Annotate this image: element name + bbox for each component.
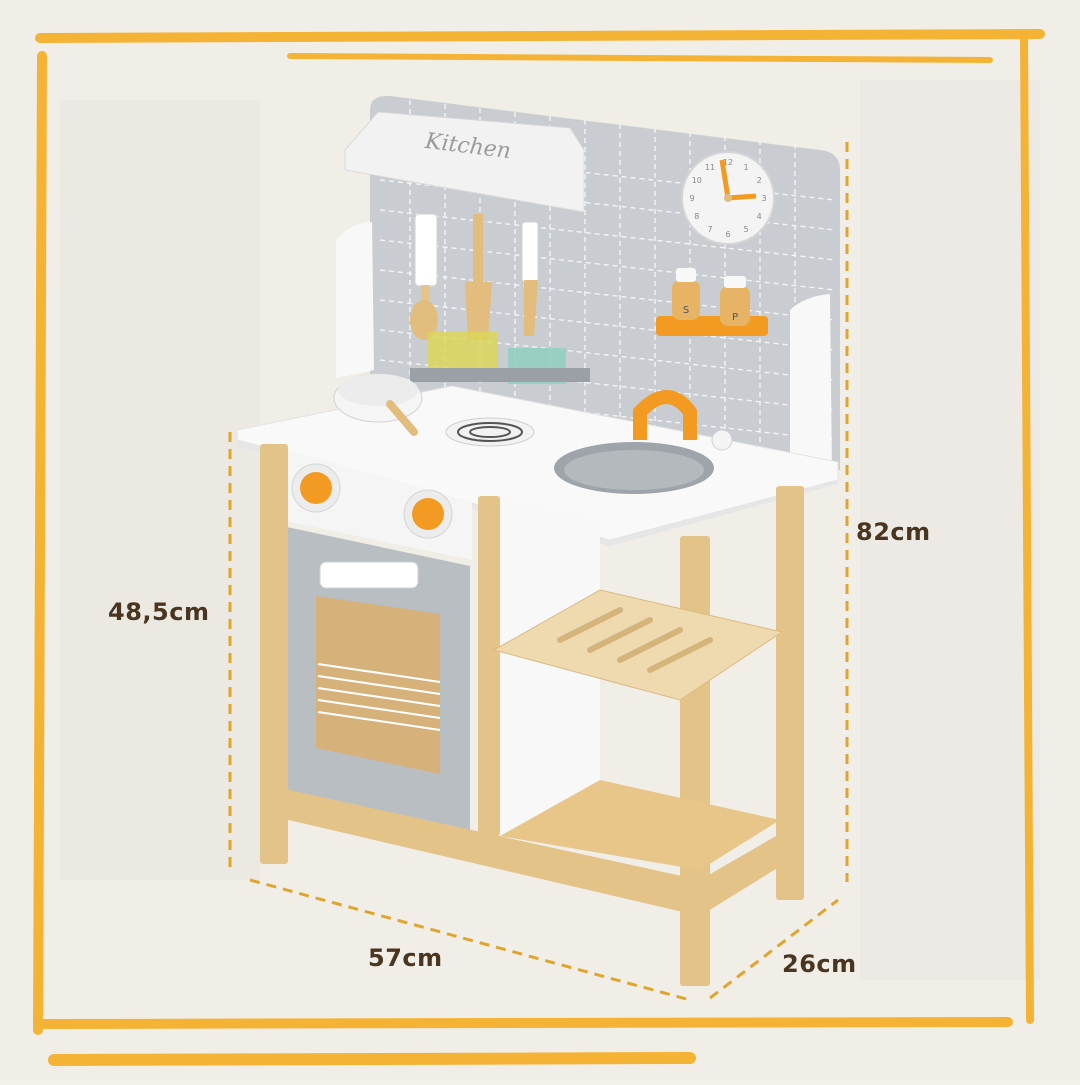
right-side-panel (790, 294, 832, 478)
spice-jar-label: P (732, 312, 738, 323)
oven-knob (403, 489, 453, 539)
clock-numeral: 8 (694, 212, 699, 221)
sink-basin (564, 450, 704, 490)
pot-graphic (428, 332, 498, 368)
saucepan (333, 373, 423, 436)
clock-numeral: 11 (705, 163, 715, 172)
wooden-frame (260, 444, 804, 986)
kitchen-hood (344, 111, 585, 213)
oven-rack (317, 663, 441, 731)
clock-numeral: 6 (725, 230, 730, 239)
spice-jar-label: S (683, 305, 689, 316)
dimension-lines (228, 142, 849, 1002)
clock-numeral: 5 (743, 225, 748, 234)
clock-numeral: 4 (757, 212, 762, 221)
oven-handle (319, 561, 419, 589)
total-height-label: 82cm (856, 518, 931, 546)
width-label: 57cm (368, 944, 443, 972)
counter-height-label: 48,5cm (108, 598, 210, 626)
clock-numeral: 3 (761, 194, 766, 203)
background-shape (860, 80, 1040, 980)
bottom-shelf (500, 780, 780, 870)
clock-numeral: 12 (723, 158, 733, 167)
clock-numeral: 2 (757, 176, 762, 185)
spice-shelf: S P (656, 268, 768, 336)
oven-knob (291, 463, 341, 513)
depth-label: 26cm (782, 950, 857, 978)
decorative-frame (33, 29, 1045, 1066)
faucet (633, 390, 697, 440)
clock-numeral: 9 (689, 194, 694, 203)
shelf-shadow (410, 368, 590, 382)
left-side-panel (336, 222, 374, 378)
burner-ring (457, 422, 523, 442)
hanging-utensils (410, 213, 539, 340)
cabinet-panel (500, 498, 600, 840)
clock-numeral: 1 (743, 163, 748, 172)
shelf-slots (557, 607, 713, 673)
clock-numeral: 10 (692, 176, 702, 185)
burner-ring (469, 426, 511, 438)
faucet-knob (711, 429, 733, 451)
clock-numeral: 7 (707, 225, 712, 234)
middle-shelf (492, 589, 784, 701)
background-shape (60, 100, 260, 880)
